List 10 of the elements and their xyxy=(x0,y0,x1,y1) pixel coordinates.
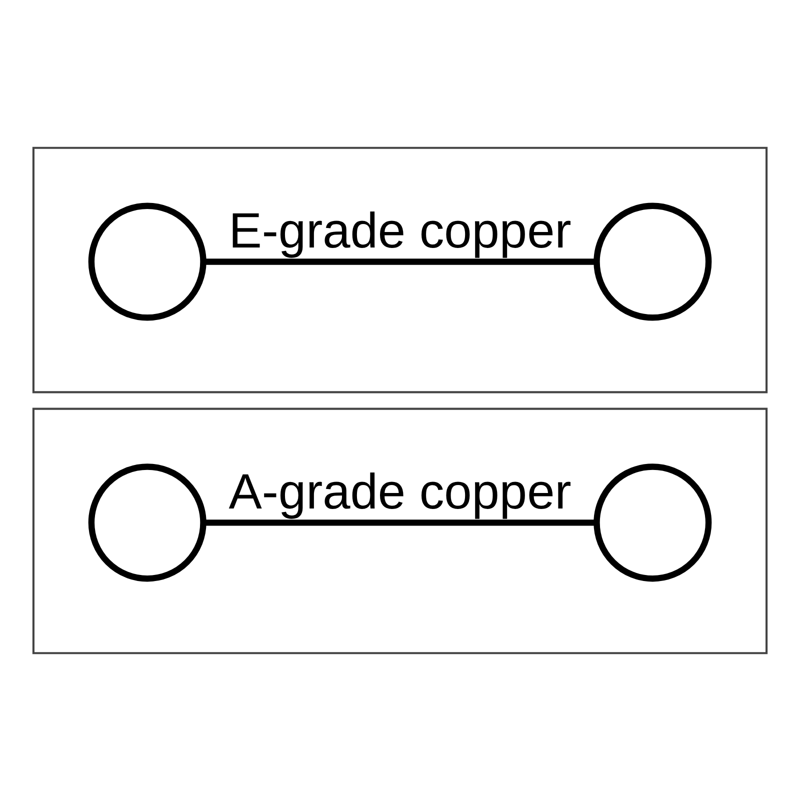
edge-label: E-grade copper xyxy=(228,202,572,258)
connector xyxy=(204,519,596,526)
node-circle xyxy=(594,463,712,582)
node-circle xyxy=(88,463,206,582)
node-circle xyxy=(594,202,712,320)
node-circle xyxy=(88,202,206,320)
connector xyxy=(204,258,596,264)
edge-label: A-grade copper xyxy=(228,463,572,520)
cluster xyxy=(32,146,768,393)
cluster xyxy=(32,407,768,654)
